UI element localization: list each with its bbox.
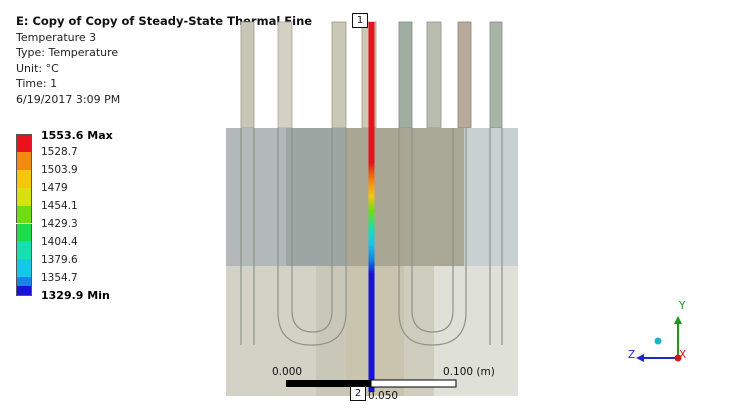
triad-z-label: Z (628, 349, 636, 361)
legend-label-2: 1503.9 (41, 164, 78, 176)
coordinate-triad (636, 316, 682, 362)
scale-mid-label: 0.050 (368, 390, 399, 402)
legend-swatch-6 (16, 241, 32, 260)
legend-label-1: 1528.7 (41, 146, 78, 158)
result-date: 6/19/2017 3:09 PM (16, 92, 121, 106)
legend-swatch-5 (16, 223, 32, 242)
legend-swatch-3 (16, 187, 32, 206)
probe-end-label[interactable]: 2 (350, 386, 366, 401)
legend-label-7: 1379.6 (41, 254, 78, 266)
legend-label-min: 1329.9 Min (41, 289, 110, 302)
legend-swatch-0 (16, 134, 32, 152)
result-type: Type: Temperature (16, 46, 119, 60)
legend-label-6: 1404.4 (41, 236, 78, 248)
block-upper (226, 128, 518, 266)
probe-start-label[interactable]: 1 (352, 13, 368, 28)
scale-right-label: 0.100 (m) (443, 366, 495, 378)
triad-x-label: X (679, 349, 687, 361)
result-name: Temperature 3 (16, 30, 97, 44)
legend-swatch-7 (16, 259, 32, 278)
legend-label-4: 1454.1 (41, 200, 78, 212)
result-time: Time: 1 (16, 77, 58, 91)
legend-swatch-1 (16, 151, 32, 170)
probe-path-line[interactable] (368, 22, 375, 392)
result-unit: Unit: °C (16, 61, 59, 75)
scale-left-label: 0.000 (272, 366, 303, 378)
triad-y-label: Y (679, 300, 686, 312)
legend-swatch-9 (16, 286, 32, 296)
result-info-panel: E: Copy of Copy of Steady-State Thermal … (16, 14, 312, 108)
legend-swatch-4 (16, 205, 32, 224)
analysis-title: E: Copy of Copy of Steady-State Thermal … (16, 14, 313, 28)
legend-label-5: 1429.3 (41, 218, 78, 230)
legend-label-8: 1354.7 (41, 272, 78, 284)
legend-label-max: 1553.6 Max (41, 129, 113, 142)
legend-swatch-2 (16, 169, 32, 188)
tube-tops (240, 21, 503, 129)
u-tubes (240, 128, 503, 346)
legend-label-3: 1479 (41, 182, 68, 194)
scale-bar (286, 379, 457, 388)
